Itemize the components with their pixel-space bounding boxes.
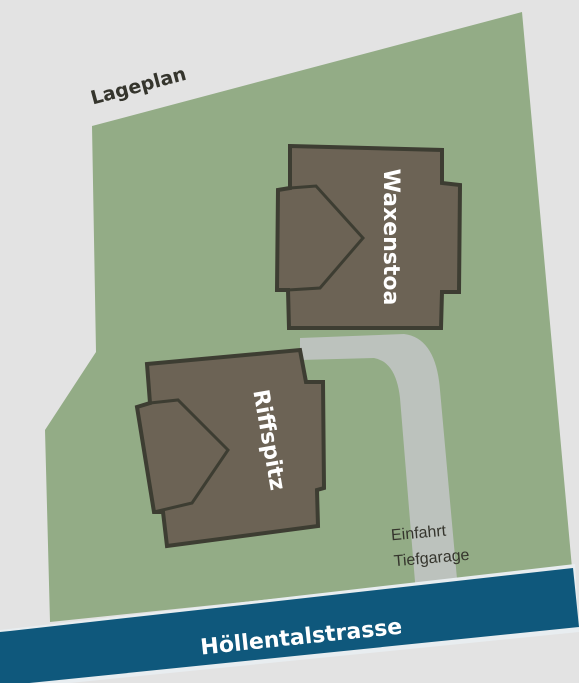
street xyxy=(0,568,579,683)
building-waxenstoa-label: Waxenstoa xyxy=(378,169,403,306)
building-waxenstoa: Waxenstoa xyxy=(274,143,463,330)
driveway-label-line1: Einfahrt xyxy=(390,523,447,545)
building-riffspitz-footprint xyxy=(134,347,327,549)
building-waxenstoa-footprint xyxy=(274,143,463,330)
building-riffspitz-roof-ridge xyxy=(149,398,230,514)
building-riffspitz: Riffspitz xyxy=(134,347,327,549)
building-waxenstoa-roof-ridge xyxy=(287,184,365,292)
driveway-label-line2: Tiefgarage xyxy=(393,547,470,571)
plan-title: Lageplan xyxy=(88,63,188,110)
driveway xyxy=(300,334,458,594)
